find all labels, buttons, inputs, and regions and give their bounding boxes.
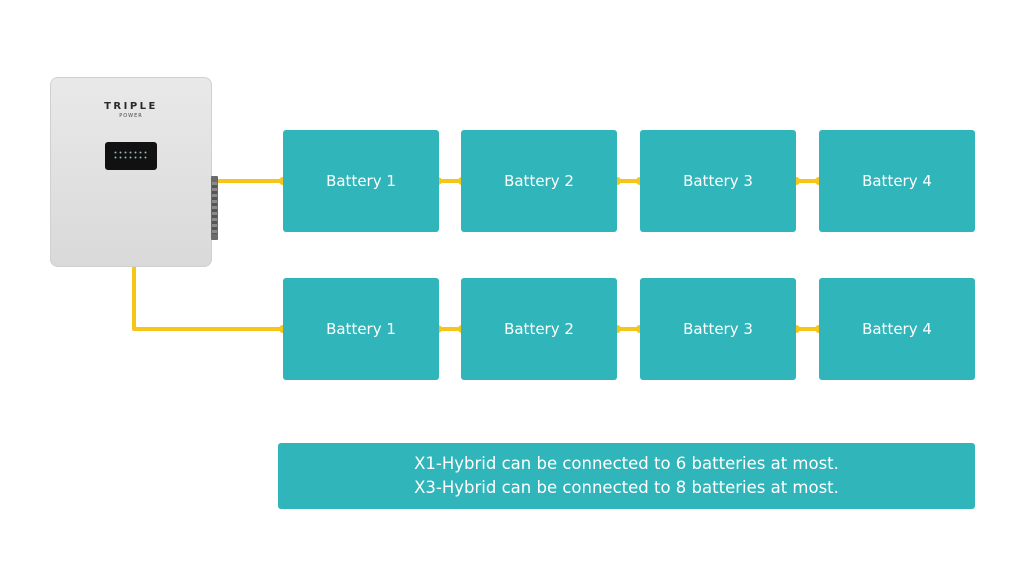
capacity-note: X1-Hybrid can be connected to 6 batterie… — [278, 443, 975, 509]
inverter-connector-plate — [211, 176, 218, 240]
battery-row2-4: Battery 4 — [819, 278, 975, 380]
battery-row2-3: Battery 3 — [640, 278, 796, 380]
battery-row1-4: Battery 4 — [819, 130, 975, 232]
inverter-brand-logo: TRIPLE — [104, 101, 158, 112]
hybrid-inverter: TRIPLE POWER — [50, 77, 212, 267]
battery-row2-1: Battery 1 — [283, 278, 439, 380]
battery-row1-2: Battery 2 — [461, 130, 617, 232]
inverter-brand-subtitle: POWER — [119, 113, 143, 119]
note-line-x1: X1-Hybrid can be connected to 6 batterie… — [414, 454, 839, 473]
battery-row1-3: Battery 3 — [640, 130, 796, 232]
inverter-indicator-leds — [113, 150, 149, 160]
cable-inverter-to-row2 — [132, 266, 285, 331]
inverter-display — [105, 142, 157, 170]
note-line-x3: X3-Hybrid can be connected to 8 batterie… — [414, 478, 839, 497]
battery-row1-1: Battery 1 — [283, 130, 439, 232]
battery-row2-2: Battery 2 — [461, 278, 617, 380]
